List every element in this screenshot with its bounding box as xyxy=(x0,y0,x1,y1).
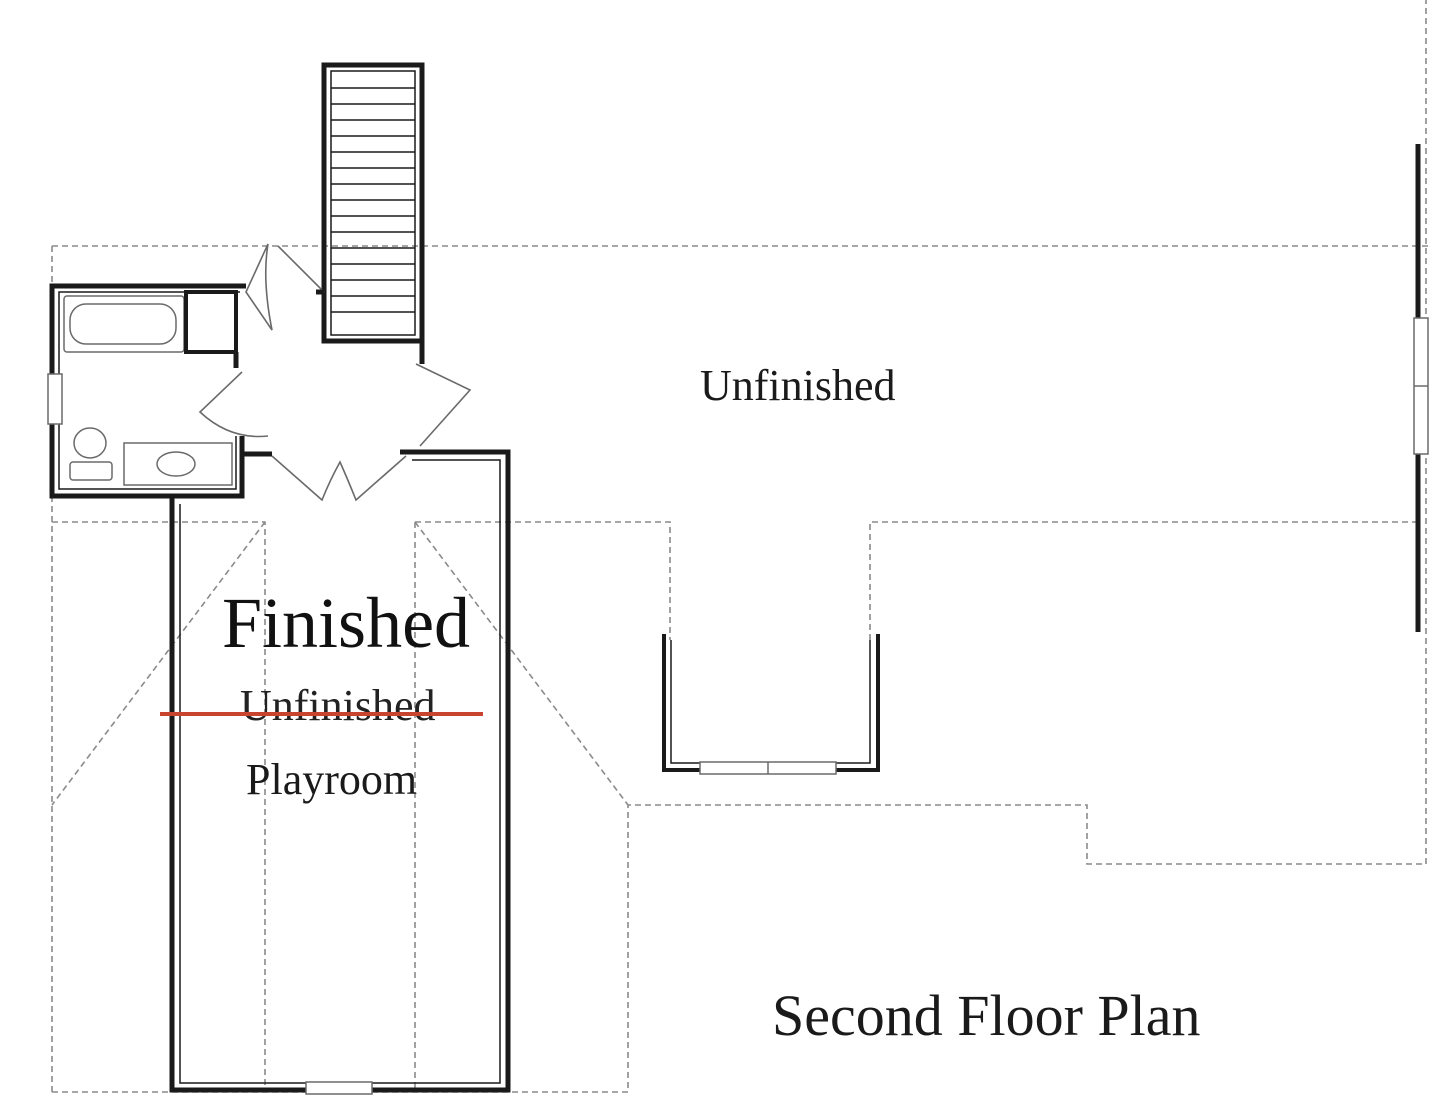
roof-hip-right xyxy=(414,521,629,806)
linen-closet xyxy=(184,290,238,354)
playroom-label: Playroom xyxy=(246,755,418,804)
hall-doors xyxy=(198,243,472,502)
vanity xyxy=(123,442,233,486)
dormer xyxy=(662,634,880,775)
right-wall xyxy=(1413,144,1429,632)
staircase xyxy=(321,62,425,344)
finished-annotation: Finished xyxy=(222,583,471,663)
roof-line-bottom xyxy=(52,0,1427,1093)
bathroom xyxy=(47,283,246,499)
struck-unfinished-label: Unfinished xyxy=(240,681,436,730)
roof-dashed-lines xyxy=(51,0,1428,1093)
sink xyxy=(156,451,196,477)
playroom-walls xyxy=(169,289,511,1095)
playroom-window xyxy=(305,1081,373,1095)
bathroom-window xyxy=(47,373,63,425)
strikethrough-line xyxy=(160,712,483,716)
roof-line-middle-right xyxy=(869,521,1420,640)
roof-hip-left xyxy=(51,521,266,806)
toilet xyxy=(73,427,107,459)
plan-title: Second Floor Plan xyxy=(772,983,1201,1048)
unfinished-area-label: Unfinished xyxy=(700,361,896,410)
